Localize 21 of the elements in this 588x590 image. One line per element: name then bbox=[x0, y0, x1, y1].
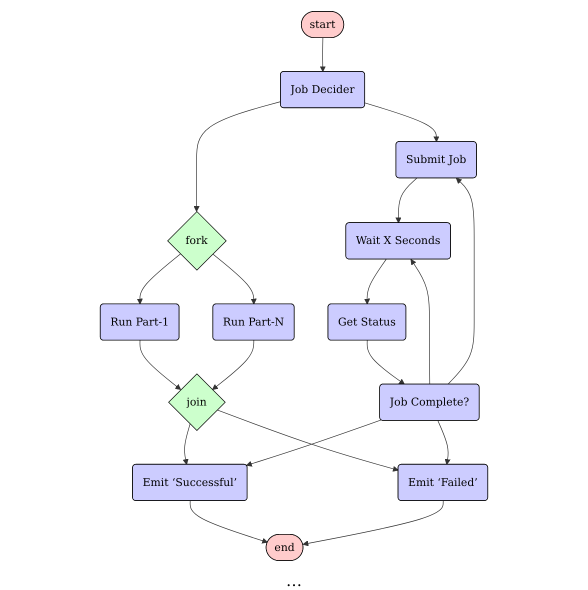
arrow bbox=[190, 500, 268, 544]
arrow bbox=[366, 340, 405, 384]
node-diamond: join bbox=[168, 372, 226, 431]
ellipsis-note: … bbox=[286, 571, 302, 590]
arrow bbox=[364, 102, 440, 142]
arrow bbox=[410, 258, 430, 384]
arrow bbox=[140, 340, 182, 390]
arrow bbox=[212, 253, 257, 304]
arrow bbox=[212, 340, 254, 390]
node-diamond: fork bbox=[167, 210, 227, 270]
arrow bbox=[136, 253, 181, 304]
arrow bbox=[438, 420, 451, 464]
arrow bbox=[194, 100, 282, 212]
arrow bbox=[320, 37, 326, 72]
arrow bbox=[395, 177, 418, 223]
arrow bbox=[246, 419, 382, 466]
arrow bbox=[302, 500, 444, 546]
arrow bbox=[364, 258, 386, 304]
arrow bbox=[216, 409, 399, 472]
arrow bbox=[447, 177, 474, 384]
arrow bbox=[182, 423, 190, 464]
